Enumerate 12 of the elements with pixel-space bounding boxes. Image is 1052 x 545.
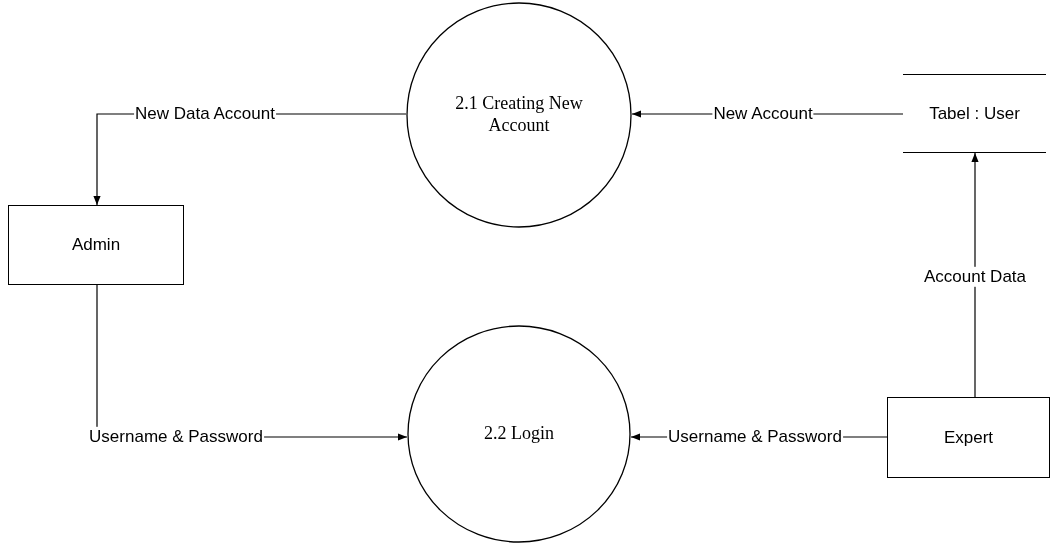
- data-flow-arrow: [971, 152, 979, 398]
- process-circle: [407, 325, 631, 543]
- entity-box: [887, 397, 1050, 478]
- data-store: [903, 74, 1046, 153]
- process-label: 2.1 Creating New Account: [454, 93, 584, 137]
- node-label: Tabel : User: [929, 103, 1020, 124]
- node-label: Admin: [71, 235, 121, 255]
- entity-box: [8, 205, 184, 285]
- process-label: 2.2 Login: [483, 423, 555, 445]
- edge-label: Account Data: [922, 266, 1028, 288]
- process-circle: [406, 2, 632, 228]
- node-label: Expert: [943, 427, 994, 448]
